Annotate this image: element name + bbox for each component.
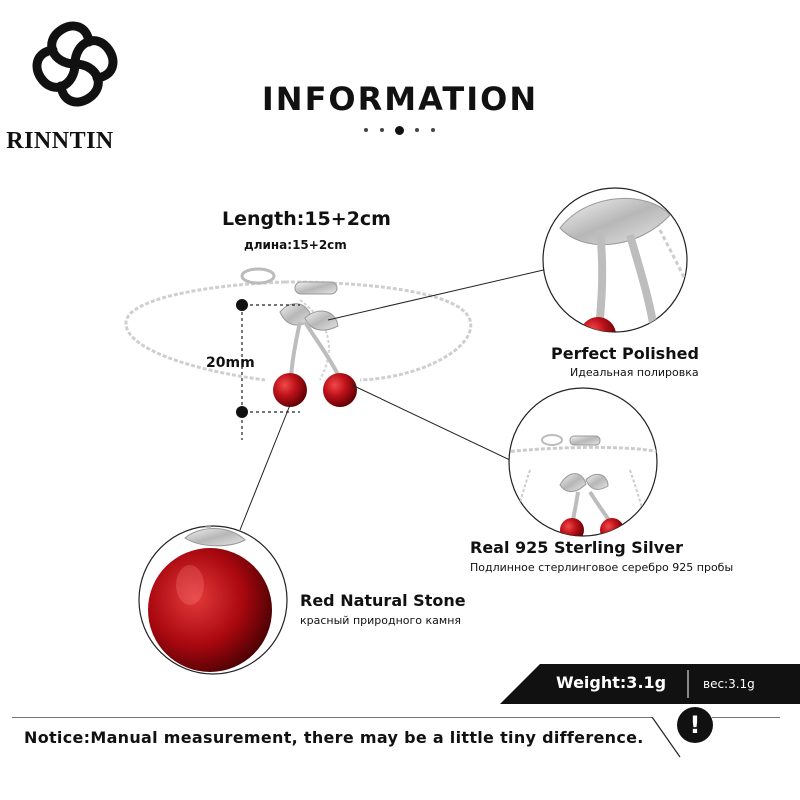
brand-name: RINNTIN [6, 128, 114, 154]
leaf-closeup-icon [542, 187, 688, 333]
length-label-ru: длина:15+2cm [244, 238, 347, 252]
clover-knot-logo-icon [32, 21, 118, 107]
notice-frame [12, 717, 780, 758]
page-title: INFORMATION [261, 80, 539, 118]
feature-title-stone: Red Natural Stone [300, 591, 466, 610]
notice-text: Notice:Manual measurement, there may be … [24, 728, 644, 747]
weight-label-ru: вес:3.1g [703, 677, 755, 691]
weight-label: Weight:3.1g [556, 673, 667, 692]
bracelet-chain [124, 267, 473, 382]
feature-title-polished: Perfect Polished [551, 344, 699, 363]
feature-subtitle-polished: Идеальная полировка [570, 366, 699, 379]
feature-title-silver: Real 925 Sterling Silver [470, 538, 683, 557]
exclamation-icon: ! [677, 707, 713, 743]
feature-subtitle-silver: Подлинное стерлинговое серебро 925 пробы [470, 561, 734, 574]
pendant-size-label: 20mm [206, 355, 255, 371]
stone-closeup-icon [138, 525, 288, 675]
title-divider-dots [360, 126, 440, 136]
length-label: Length:15+2cm [222, 208, 391, 230]
feature-subtitle-stone: красный природного камня [300, 614, 461, 627]
brand-logo [18, 12, 128, 162]
clasp-closeup-icon [508, 387, 658, 537]
weight-banner [500, 664, 800, 704]
dimension-marker [236, 299, 300, 440]
cherry-pendant [273, 303, 357, 407]
